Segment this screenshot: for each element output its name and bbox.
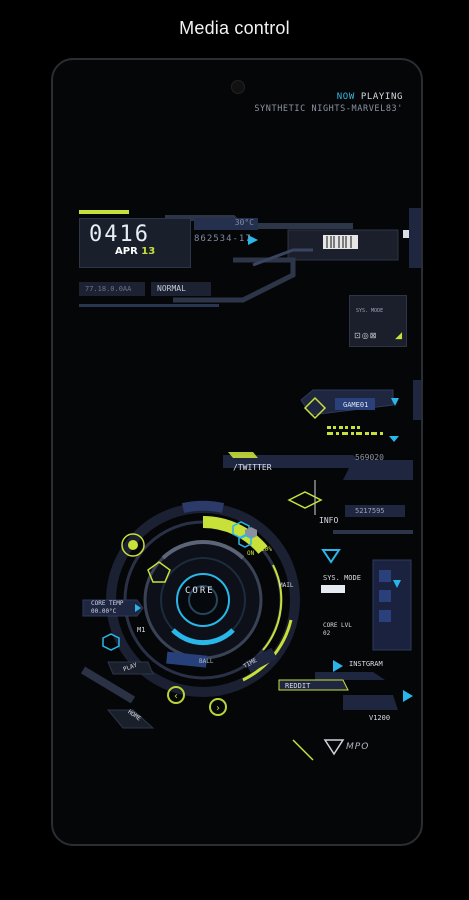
screen-caption: Media control <box>179 18 290 38</box>
chevron-right-icon: › <box>216 703 220 714</box>
sys-mode-panel[interactable]: SYS. MODE ⊡◎⊠ ◢ <box>349 295 407 347</box>
core-label: CORE <box>185 586 215 596</box>
percent-label: 20% <box>261 546 272 553</box>
front-camera <box>231 80 245 94</box>
corner-arrow-icon: ◢ <box>395 331 402 341</box>
now-playing-track: SYNTHETIC NIGHTS-MARVEL83' <box>254 104 403 114</box>
brand-logo: MPO <box>346 742 370 752</box>
next-track-button[interactable]: › <box>209 698 227 716</box>
ball-label: BALL <box>199 658 214 665</box>
temperature-readout: 30°C <box>194 218 258 230</box>
serial-readout: 862534-17 <box>194 234 252 244</box>
chevron-left-icon: ‹ <box>174 691 178 702</box>
clock-widget[interactable]: 0416 APR 13 30°C 862534-17 <box>79 210 419 310</box>
sys-mode-label: SYS. MODE <box>356 308 384 314</box>
clock-accent-bar <box>79 210 129 214</box>
mail-link[interactable]: MAIL <box>279 582 294 589</box>
now-playing-label: NOW PLAYING <box>336 92 403 102</box>
on-label: ON <box>247 550 255 557</box>
sys-mode-icons: ⊡◎⊠ <box>354 331 378 340</box>
clock-date: APR 13 <box>115 246 156 257</box>
info-link[interactable]: INFO <box>319 516 339 525</box>
now-playing[interactable]: NOW PLAYING SYNTHETIC NIGHTS-MARVEL83' <box>254 92 403 114</box>
mode-code: 77.18.0.0AA <box>79 282 145 296</box>
sys-mode-text: SYS. MODE <box>323 574 361 582</box>
clock-time: 0416 <box>89 222 150 247</box>
version-label: V1200 <box>369 714 391 722</box>
info-code: 5217595 <box>355 507 385 515</box>
code-readout: 569020 <box>355 453 384 462</box>
previous-track-button[interactable]: ‹ <box>167 686 185 704</box>
gamer-tag[interactable]: GAME01 <box>343 401 369 409</box>
phone-frame: NOW PLAYING SYNTHETIC NIGHTS-MARVEL83' <box>51 58 423 846</box>
hud-decoration <box>79 208 421 761</box>
twitter-link[interactable]: /TWITTER <box>233 463 272 472</box>
mode-normal[interactable]: NORMAL <box>151 282 211 296</box>
reddit-link[interactable]: REDDIT <box>285 682 311 690</box>
instagram-link[interactable]: INSTGRAM <box>349 660 383 668</box>
m1-label: M1 <box>137 626 146 634</box>
clock-box <box>79 218 191 268</box>
